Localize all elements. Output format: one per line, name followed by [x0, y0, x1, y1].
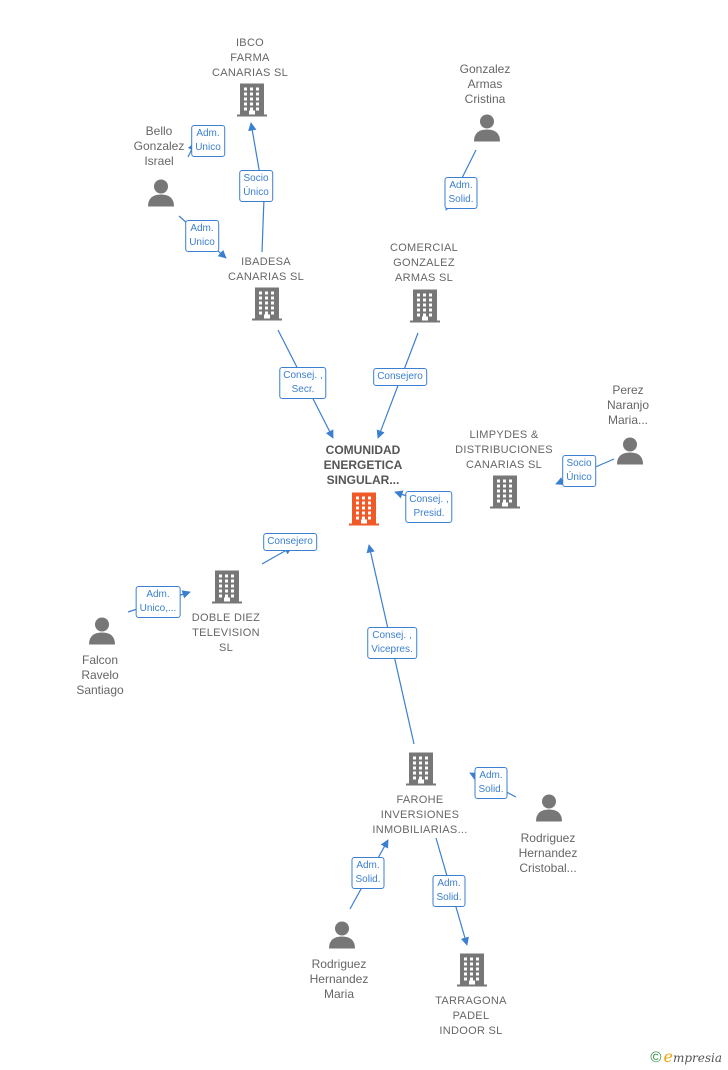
person-icon-rod_maria[interactable]	[327, 920, 357, 955]
person-icon-bello[interactable]	[146, 178, 176, 213]
building-icon-comunidad[interactable]	[349, 491, 379, 532]
edge-label-farohe-to-tarragona[interactable]: Adm. Solid.	[432, 875, 466, 907]
person-icon-rod_cristobal[interactable]	[534, 793, 564, 828]
building-icon-comercial[interactable]	[410, 288, 440, 329]
node-label-gonzalez_armas[interactable]: Gonzalez Armas Cristina	[459, 62, 511, 106]
building-icon-ibadesa[interactable]	[252, 286, 282, 327]
building-icon-tarragona[interactable]	[457, 952, 487, 993]
edge-label-doble-to-comunidad[interactable]: Consejero	[263, 533, 317, 551]
edge-label-farohe-to-comunidad[interactable]: Consej. , Vicepres.	[367, 627, 417, 659]
edge-label-rod_cristobal-to-farohe[interactable]: Adm. Solid.	[474, 767, 508, 799]
node-label-perez[interactable]: Perez Naranjo Maria...	[606, 383, 650, 427]
building-icon-ibco[interactable]	[237, 82, 267, 123]
person-icon-gonzalez_armas[interactable]	[472, 113, 502, 148]
empresia-brand[interactable]: ©empresia	[650, 1047, 722, 1066]
node-label-ibadesa[interactable]: IBADESA CANARIAS SL	[227, 256, 305, 283]
edge-label-ibadesa-to-comunidad[interactable]: Consej. , Secr.	[279, 367, 327, 399]
brand-logo-e: e	[663, 1047, 673, 1066]
building-icon-limpydes[interactable]	[490, 474, 520, 515]
node-label-comunidad[interactable]: COMUNIDAD ENERGETICA SINGULAR...	[323, 443, 403, 487]
edge-label-ibadesa-to-ibco[interactable]: Socio Único	[239, 170, 273, 202]
edge-label-bello-to-ibco[interactable]: Adm. Unico	[191, 125, 225, 157]
brand-name: mpresia	[672, 1051, 722, 1065]
node-label-limpydes[interactable]: LIMPYDES & DISTRIBUCIONES CANARIAS SL	[455, 429, 553, 471]
building-icon-farohe[interactable]	[406, 751, 436, 792]
node-label-rod_cristobal[interactable]: Rodriguez Hernandez Cristobal...	[518, 831, 578, 875]
node-label-comercial[interactable]: COMERCIAL GONZALEZ ARMAS SL	[389, 242, 459, 284]
node-label-ibco[interactable]: IBCO FARMA CANARIAS SL	[211, 37, 289, 79]
edge-label-perez-to-limpydes[interactable]: Socio Único	[562, 455, 596, 487]
edge-label-comercial-to-comunidad[interactable]: Consejero	[373, 368, 427, 386]
edge-label-bello-to-ibadesa[interactable]: Adm. Unico	[185, 220, 219, 252]
person-icon-perez[interactable]	[615, 436, 645, 471]
edge-label-gonzalez_armas-to-comercial[interactable]: Adm. Solid.	[444, 177, 478, 209]
edge-label-falcon-to-doble[interactable]: Adm. Unico,...	[135, 586, 181, 618]
node-label-farohe[interactable]: FAROHE INVERSIONES INMOBILIARIAS...	[372, 794, 468, 836]
copyright-icon: ©	[650, 1049, 662, 1066]
node-label-falcon[interactable]: Falcon Ravelo Santiago	[76, 653, 124, 697]
node-label-doble[interactable]: DOBLE DIEZ TELEVISION SL	[191, 612, 261, 654]
building-icon-doble[interactable]	[212, 569, 242, 610]
node-label-bello[interactable]: Bello Gonzalez Israel	[133, 124, 185, 168]
node-label-tarragona[interactable]: TARRAGONA PADEL INDOOR SL	[435, 995, 507, 1037]
node-label-rod_maria[interactable]: Rodriguez Hernandez Maria	[309, 957, 369, 1001]
edge-label-rod_maria-to-farohe[interactable]: Adm. Solid.	[351, 857, 385, 889]
edge-label-limpydes-to-comunidad[interactable]: Consej. , Presid.	[405, 491, 453, 523]
person-icon-falcon[interactable]	[87, 616, 117, 651]
